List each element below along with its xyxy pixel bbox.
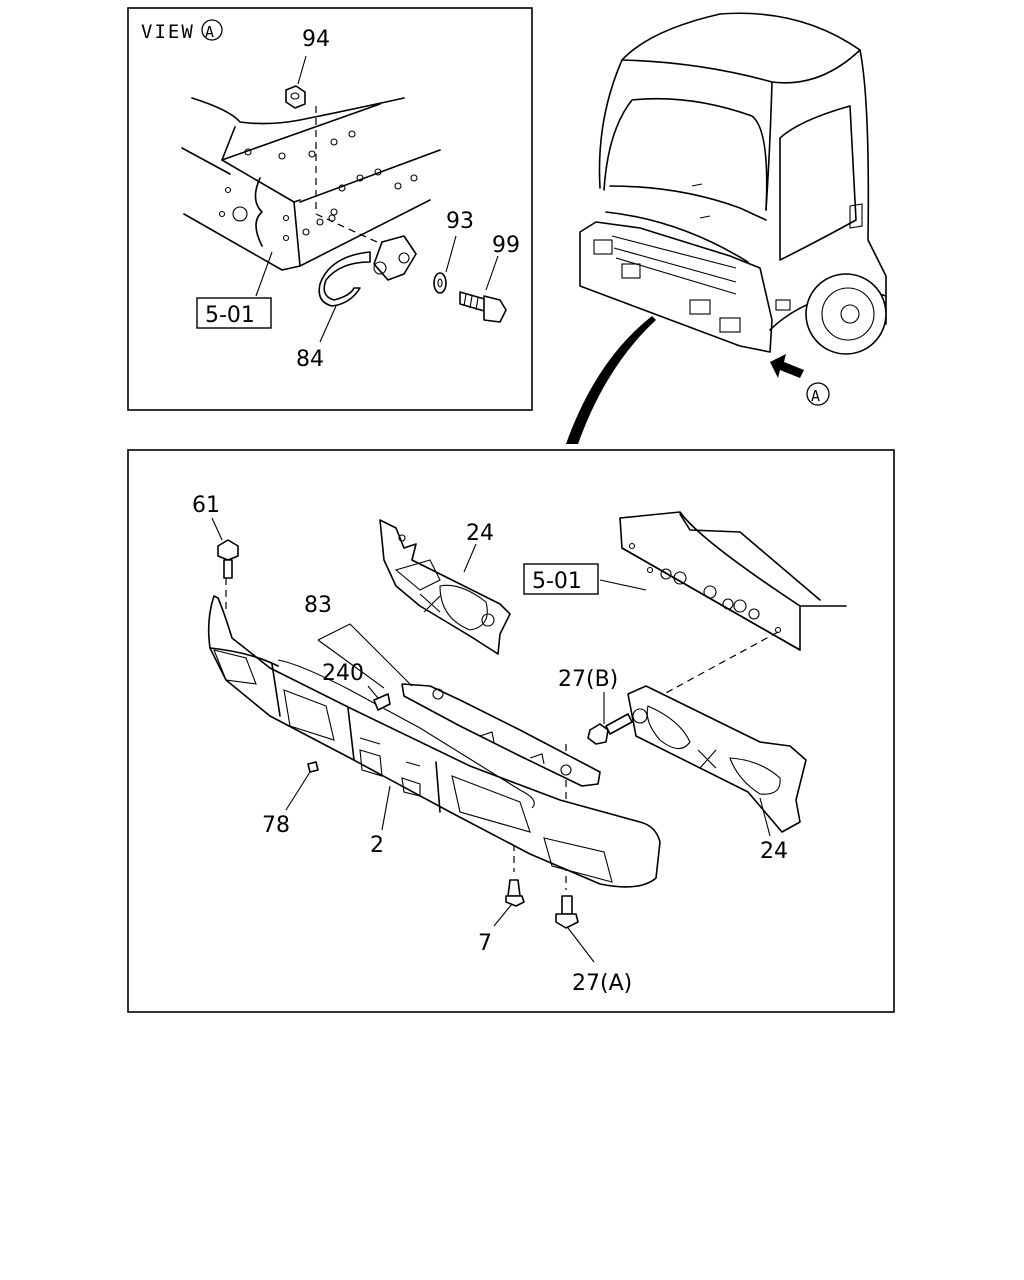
callout-83: 83 [304, 593, 332, 618]
ref-box-5-01 [196, 297, 272, 329]
main-panel: 61 24 83 240 27(B) 78 2 24 7 27(A) 5-01 [127, 449, 895, 1013]
assembly-line [315, 213, 391, 249]
callout-94: 94 [302, 27, 330, 52]
truck-cab-illustration [579, 12, 887, 355]
bumper-illustration [207, 595, 661, 888]
bracket-right-illustration [627, 685, 807, 833]
callout-27b: 27(B) [558, 667, 618, 692]
nut-78-icon [307, 761, 319, 773]
arrow-marker-a-icon: A [806, 382, 830, 406]
ref-box-5-01 [523, 563, 599, 595]
frame-rail-illustration [619, 511, 847, 651]
bolt-icon [459, 291, 507, 323]
bracket-left-illustration [379, 519, 511, 655]
connector-curve [566, 316, 656, 444]
callout-2: 2 [370, 833, 384, 858]
callout-24-left: 24 [466, 521, 494, 546]
nut-icon [285, 85, 306, 109]
callout-27a: 27(A) [572, 971, 632, 996]
assembly-line [663, 631, 779, 695]
clip-icon [373, 693, 391, 711]
callout-61: 61 [192, 493, 220, 518]
view-direction-arrow-icon [770, 354, 804, 378]
bolt-27b-icon [587, 713, 633, 745]
ref-box-label: 5-01 [532, 569, 582, 594]
washer-icon [433, 272, 447, 294]
svg-text:A: A [205, 23, 214, 41]
view-marker-a-icon: A [201, 19, 223, 41]
callout-7: 7 [478, 931, 492, 956]
bolt-27a-icon [555, 895, 579, 929]
callout-93: 93 [446, 209, 474, 234]
frame-rail-illustration [181, 97, 441, 271]
tow-hook-icon [318, 235, 417, 307]
view-title: VIEW [141, 21, 195, 43]
reinforcement-bar-illustration [401, 683, 601, 787]
callout-78: 78 [262, 813, 290, 838]
callout-99: 99 [492, 233, 520, 258]
ref-box-label: 5-01 [205, 303, 255, 328]
callout-24-right: 24 [760, 839, 788, 864]
callout-240: 240 [322, 661, 364, 686]
view-a-panel: VIEW A [127, 7, 533, 411]
callout-84: 84 [296, 347, 324, 372]
screw-icon [505, 879, 525, 907]
svg-text:A: A [811, 387, 820, 405]
bolt-61-icon [217, 539, 239, 579]
